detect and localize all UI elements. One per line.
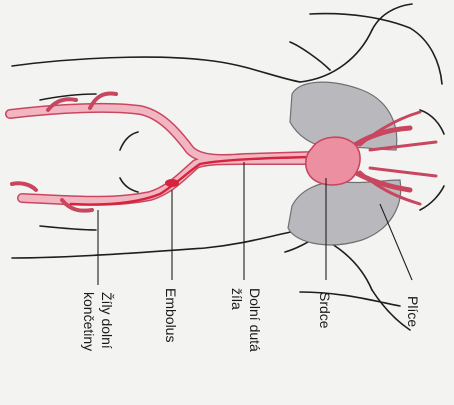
label-ivc-line1: Dolní dutá [247,288,263,352]
leader-lungs [380,204,412,280]
label-veins-line2: končetiny [81,292,97,351]
label-embolus: Embolus [163,288,179,342]
body-outline [12,4,444,330]
labels: Žíly dolní končetiny Embolus Dolní dutá … [81,288,421,352]
label-veins-line1: Žíly dolní [99,292,115,349]
label-heart: Srdce [317,292,333,329]
label-ivc-line2: žíla [229,288,245,310]
heart [306,137,360,185]
label-lungs: Plíce [405,296,421,327]
embolus-clot [165,179,179,187]
